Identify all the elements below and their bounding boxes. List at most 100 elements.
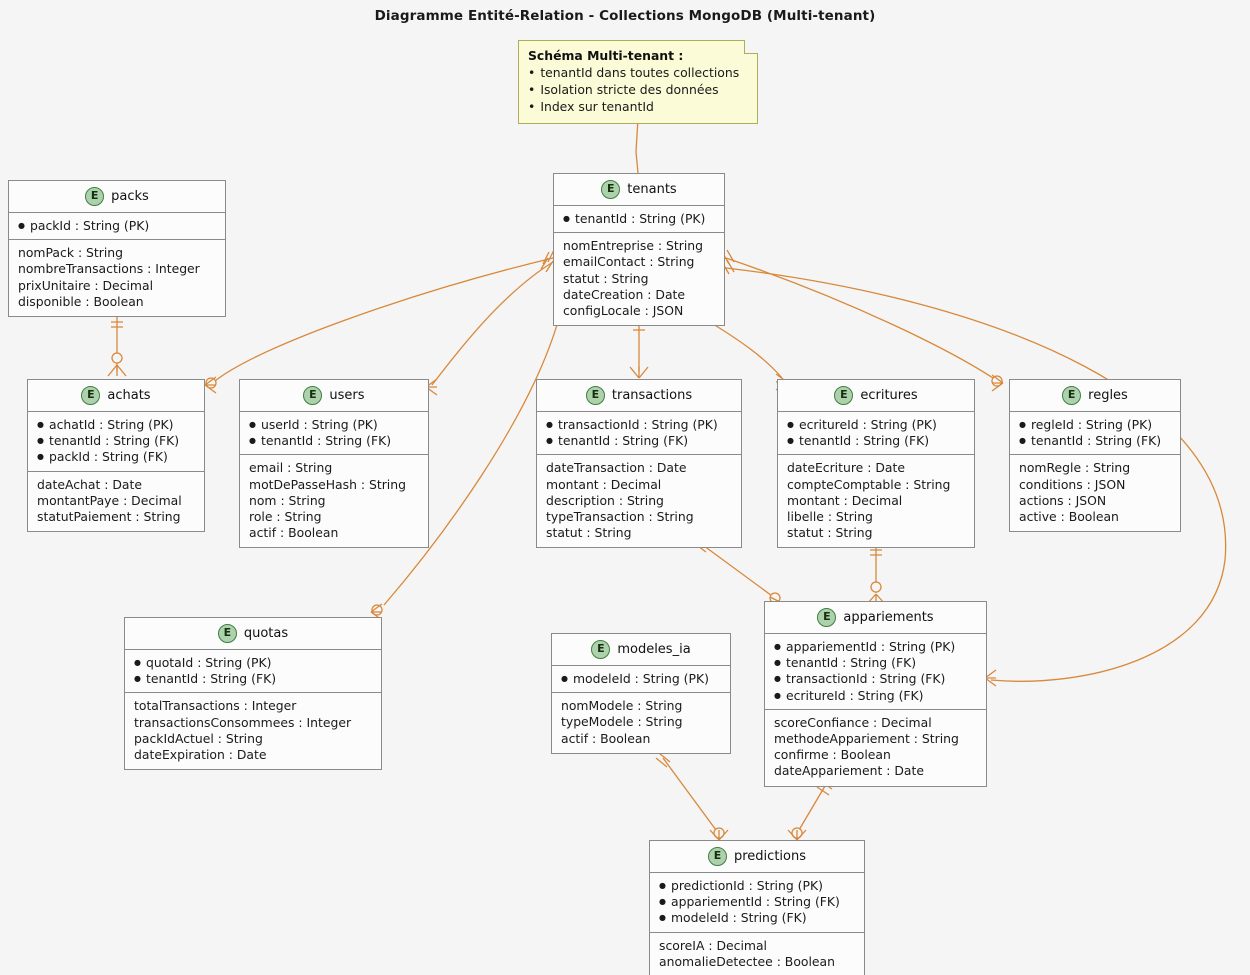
entity-badge-icon: E [303,386,323,405]
entity-field-row: montantPaye : Decimal [37,492,182,508]
entity-field-row: nom : String [249,492,326,508]
entity-field-row: dateEcriture : Date [787,460,905,476]
entity-field-row: scoreConfiance : Decimal [774,714,932,730]
entity-field-row: motDePasseHash : String [249,476,406,492]
entity-key-row: regleId : String (PK) [1019,417,1171,433]
entity-name: transactions [611,388,693,403]
entity-key-row: modeleId : String (PK) [561,671,721,687]
entity-field-row: totalTransactions : Integer [134,698,297,714]
entity-key-list: userId : String (PK)tenantId : String (F… [240,412,428,456]
entity-key-row: tenantId : String (FK) [134,671,372,687]
edge-tenants-users [431,261,554,386]
entity-field-row: anomalieDetectee : Boolean [659,953,835,969]
entity-key-list: achatId : String (PK)tenantId : String (… [28,412,204,472]
entity-achats[interactable]: EachatsachatId : String (PK)tenantId : S… [27,379,205,533]
edge-tenants-ecritures [702,317,783,379]
entity-field-row: compteComptable : String [787,476,951,492]
entity-key-row: appariementId : String (PK) [774,639,977,655]
entity-name: ecritures [860,388,918,403]
note-multitenant: Schéma Multi-tenant : tenantId dans tout… [518,40,758,124]
entity-key-list: predictionId : String (PK)appariementId … [650,873,864,933]
entity-field-row: statut : String [563,270,649,286]
entity-key-row: tenantId : String (FK) [787,433,965,449]
entity-field-row: nomEntreprise : String [563,238,703,254]
entity-field-row: statut : String [787,525,873,541]
entity-field-row: actions : JSON [1019,492,1107,508]
entity-field-row: dateTransaction : Date [546,460,687,476]
entity-key-row: predictionId : String (PK) [659,878,855,894]
edge-tenants-achats [214,257,554,382]
entity-users[interactable]: EusersuserId : String (PK)tenantId : Str… [239,379,429,549]
entity-key-list: tenantId : String (PK) [554,206,724,234]
entity-key-row: tenantId : String (FK) [774,655,977,671]
entity-badge-icon: E [708,847,727,866]
entity-key-row: transactionId : String (PK) [546,417,732,433]
entity-name: tenants [627,182,677,197]
entity-field-row: montant : Decimal [787,492,903,508]
entity-key-row: packId : String (FK) [37,449,195,465]
entity-field-row: disponible : Boolean [18,293,144,309]
entity-key-row: tenantId : String (FK) [1019,433,1171,449]
entity-field-row: libelle : String [787,509,873,525]
entity-field-row: transactionsConsommees : Integer [134,714,352,730]
note-fold-corner [744,40,758,54]
entity-packs[interactable]: EpackspackId : String (PK)nomPack : Stri… [8,180,226,318]
entity-key-row: packId : String (PK) [18,218,216,234]
entity-badge-icon: E [81,386,101,405]
entity-key-list: quotaId : String (PK)tenantId : String (… [125,650,381,694]
entity-name: modeles_ia [617,642,691,657]
entity-field-row: confirme : Boolean [774,747,891,763]
entity-field-row: conditions : JSON [1019,476,1126,492]
entity-name: regles [1088,388,1128,403]
edge-note-tenants [635,117,639,174]
entity-key-row: tenantId : String (FK) [249,433,419,449]
entity-key-list: packId : String (PK) [9,213,225,241]
note-line: Index sur tenantId [528,98,748,115]
entity-key-row: tenantId : String (FK) [37,433,195,449]
entity-badge-icon: E [601,180,621,199]
edge-transactions-appariements [699,542,780,602]
entity-field-row: actif : Boolean [561,730,651,746]
entity-key-row: modeleId : String (FK) [659,910,855,926]
entity-name: users [329,388,365,403]
entity-field-row: scoreIA : Decimal [659,937,768,953]
entity-badge-icon: E [85,187,105,206]
entity-predictions[interactable]: EpredictionspredictionId : String (PK)ap… [649,840,865,975]
entity-field-row: statutPaiement : String [37,509,181,525]
edge-tenants-regles [725,257,994,379]
entity-quotas[interactable]: EquotasquotaId : String (PK)tenantId : S… [124,617,382,771]
entity-key-row: tenantId : String (PK) [563,211,715,227]
entity-key-row: ecritureId : String (PK) [787,417,965,433]
entity-key-list: appariementId : String (PK)tenantId : St… [765,634,986,710]
entity-name: quotas [243,626,289,641]
entity-field-row: packIdActuel : String [134,730,263,746]
entity-field-row: nombreTransactions : Integer [18,261,200,277]
entity-key-row: userId : String (PK) [249,417,419,433]
entity-field-row: role : String [249,509,322,525]
entity-key-row: quotaId : String (PK) [134,655,372,671]
entity-appariements[interactable]: EappariementsappariementId : String (PK)… [764,601,987,787]
entity-field-row: nomModele : String [561,698,683,714]
entity-field-row: email : String [249,460,333,476]
entity-field-row: dateAchat : Date [37,476,142,492]
